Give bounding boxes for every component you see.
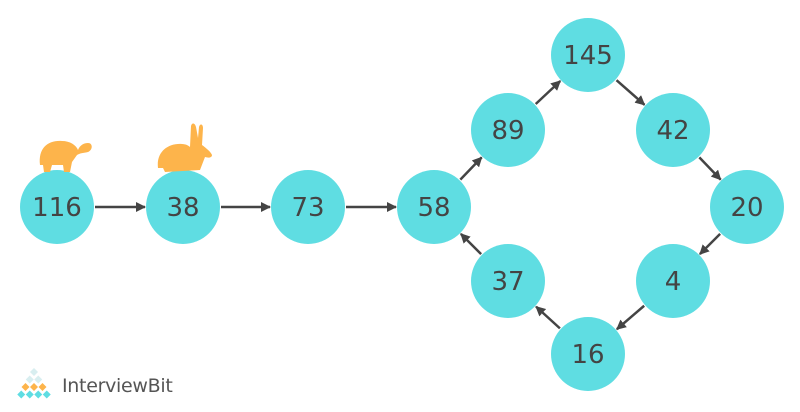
node-label: 89 <box>491 116 524 146</box>
node-label: 20 <box>730 193 763 223</box>
node-label: 116 <box>32 193 82 223</box>
node-37: 37 <box>471 244 545 318</box>
node-circle <box>710 170 784 244</box>
logo-diamond <box>42 390 51 399</box>
node-label: 42 <box>656 116 689 146</box>
node-4: 4 <box>636 244 710 318</box>
node-circle <box>471 244 545 318</box>
node-116: 116 <box>20 170 94 244</box>
node-circle <box>636 244 710 318</box>
node-89: 89 <box>471 93 545 167</box>
node-42: 42 <box>636 93 710 167</box>
edge-arrow-n58-n89 <box>459 156 483 181</box>
edge-arrow-n37-n58 <box>459 232 483 256</box>
interviewbit-logo-text: InterviewBit <box>62 375 173 397</box>
node-circle <box>397 170 471 244</box>
node-circle <box>636 93 710 167</box>
edge-arrow-n16-n37 <box>535 305 561 330</box>
logo-diamond <box>17 390 26 399</box>
node-38: 38 <box>146 170 220 244</box>
node-label: 16 <box>571 340 604 370</box>
logo-diamond <box>38 383 47 391</box>
logo-diamond <box>34 375 43 384</box>
node-circle <box>271 170 345 244</box>
edge-arrow-n89-n145 <box>534 80 562 105</box>
node-73: 73 <box>271 170 345 244</box>
logo-diamond <box>30 368 38 376</box>
node-label: 58 <box>417 193 450 223</box>
logo-diamond <box>30 383 38 391</box>
edge-arrow-n4-n16 <box>616 304 645 331</box>
hare-icon <box>157 123 212 172</box>
interviewbit-logo-icon <box>17 368 51 399</box>
node-58: 58 <box>397 170 471 244</box>
node-label: 73 <box>291 193 324 223</box>
logo-diamond <box>25 390 34 399</box>
node-145: 145 <box>551 18 625 92</box>
node-label: 145 <box>563 41 613 71</box>
node-circle <box>551 18 625 92</box>
edge-arrow-n145-n42 <box>615 79 646 106</box>
node-circle <box>146 170 220 244</box>
tortoise-icon <box>33 140 92 172</box>
node-circle <box>471 93 545 167</box>
logo-diamond <box>34 390 43 399</box>
node-label: 37 <box>491 267 524 297</box>
node-circle <box>20 170 94 244</box>
logo-diamond <box>21 383 30 391</box>
node-label: 4 <box>665 267 682 297</box>
node-20: 20 <box>710 170 784 244</box>
logo-diamond <box>25 375 34 384</box>
node-16: 16 <box>551 317 625 391</box>
node-circle <box>551 317 625 391</box>
edge-arrow-n42-n20 <box>698 156 722 181</box>
edge-arrow-n20-n4 <box>698 232 722 256</box>
node-label: 38 <box>166 193 199 223</box>
